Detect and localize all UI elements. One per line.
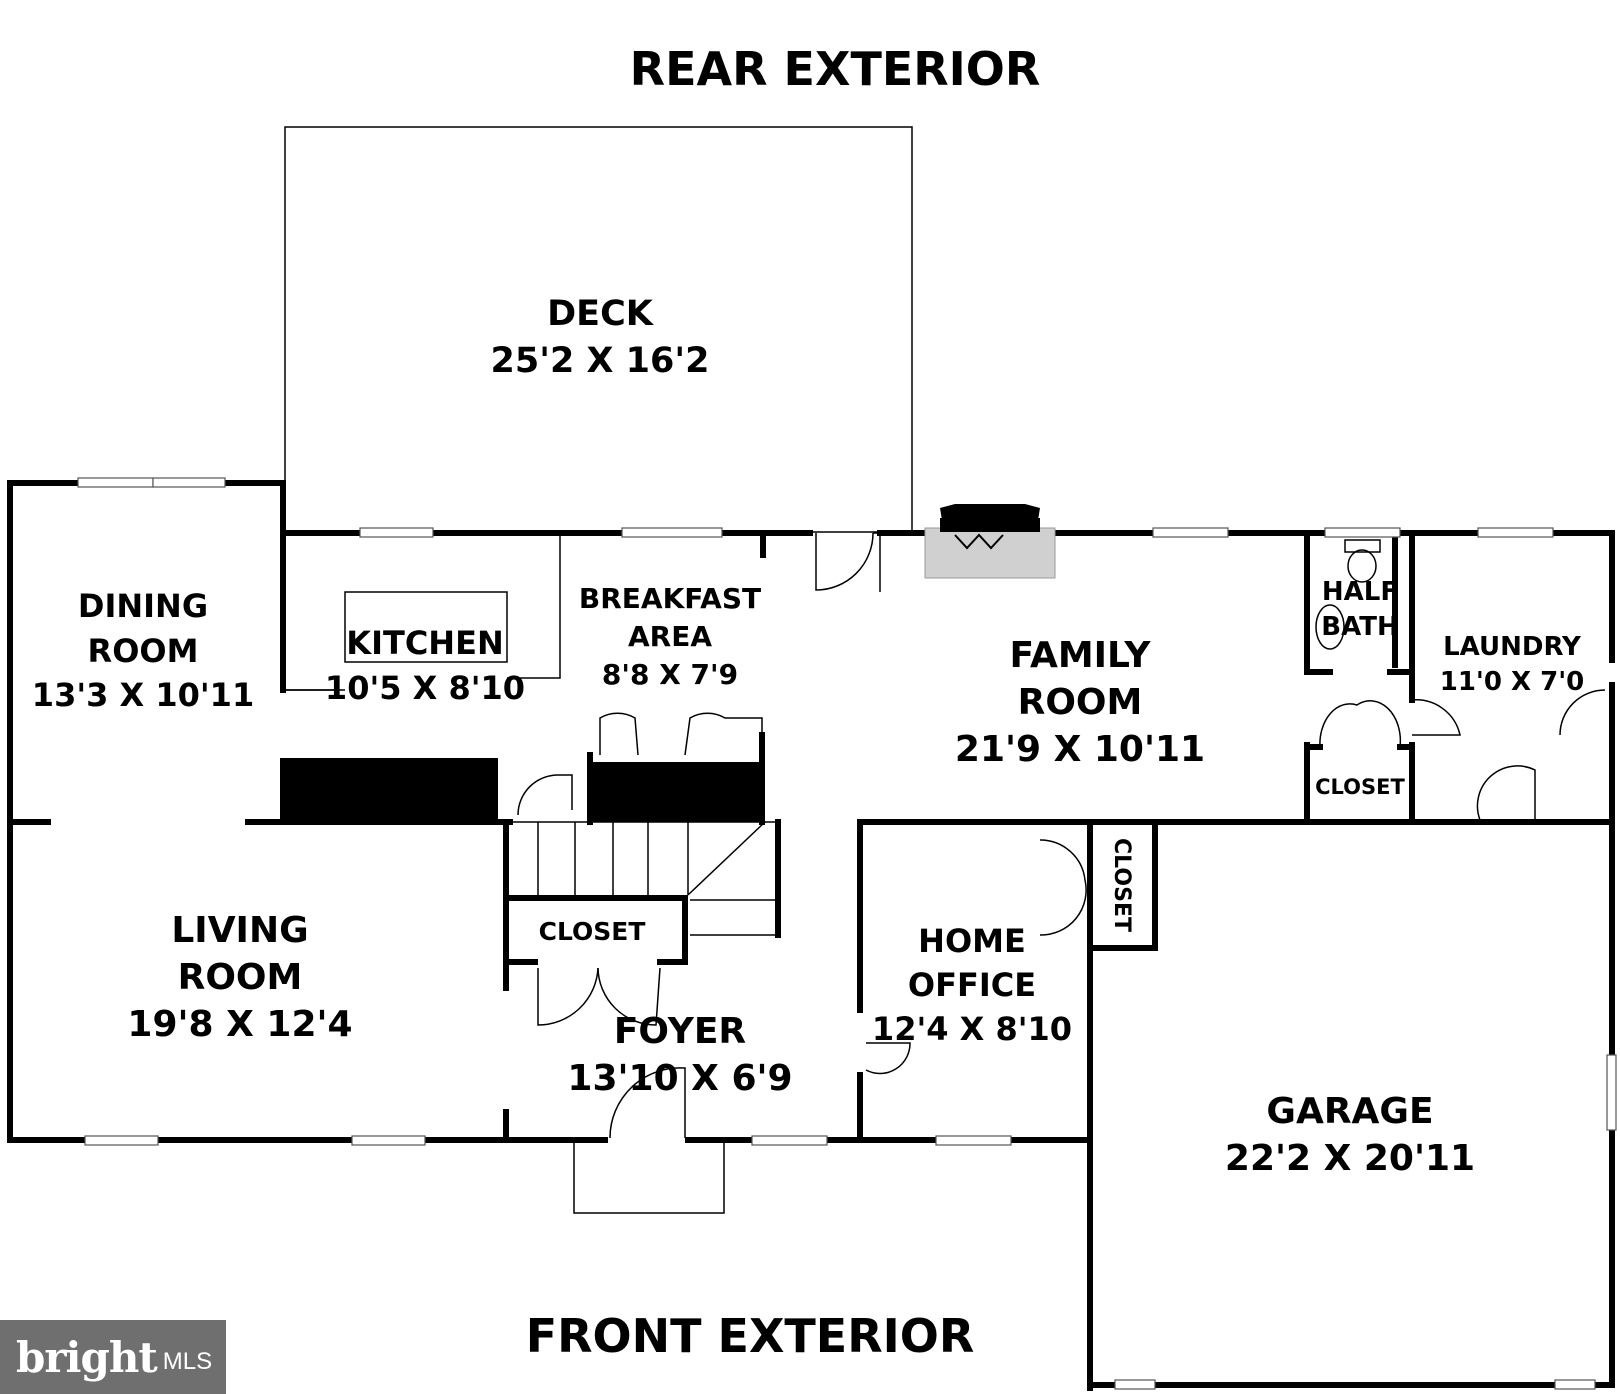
front-exterior-heading: FRONT EXTERIOR: [526, 1309, 975, 1363]
kitchen-name: KITCHEN: [346, 624, 503, 662]
laundry-size: 11'0 X 7'0: [1440, 667, 1585, 697]
family-name-1: FAMILY: [1010, 635, 1152, 676]
kitchen-fixtures: [283, 533, 561, 691]
bath-fixtures: [1315, 539, 1381, 650]
logo-suffix: MLS: [162, 1348, 213, 1375]
dining-name-2: ROOM: [88, 632, 199, 670]
closet-office-label: CLOSET: [1109, 838, 1134, 932]
living-name-1: LIVING: [171, 910, 308, 951]
fireplace: [924, 504, 1056, 579]
family-name-2: ROOM: [1018, 682, 1143, 723]
windows: [77, 477, 1617, 1390]
breakfast-name-2: AREA: [628, 620, 712, 653]
garage-size: 22'2 X 20'11: [1225, 1138, 1475, 1179]
doors: [517, 532, 1606, 1139]
breakfast-name-1: BREAKFAST: [579, 582, 761, 615]
garage-name: GARAGE: [1266, 1091, 1433, 1132]
closet-bath-label: CLOSET: [1315, 775, 1405, 799]
living-size: 19'8 X 12'4: [127, 1004, 352, 1045]
foyer-size: 13'10 X 6'9: [567, 1058, 792, 1099]
breakfast-size: 8'8 X 7'9: [602, 658, 738, 691]
closet-foyer-label: CLOSET: [539, 917, 646, 946]
family-size: 21'9 X 10'11: [955, 729, 1205, 770]
deck-name: DECK: [547, 294, 655, 334]
pantry-name: PANTRY: [624, 762, 730, 790]
laundry-name: LAUNDRY: [1443, 632, 1582, 662]
dining-size: 13'3 X 10'11: [32, 676, 254, 714]
built-in-cabinet: [280, 758, 498, 820]
front-stoop: [573, 1140, 725, 1214]
half-bath-name-2: BATH: [1321, 612, 1398, 642]
stairs: [512, 821, 778, 936]
foyer-name: FOYER: [614, 1011, 746, 1052]
bright-mls-logo: bright MLS: [0, 1320, 226, 1394]
living-name-2: ROOM: [178, 957, 303, 998]
dining-name-1: DINING: [78, 587, 208, 625]
rear-exterior-heading: REAR EXTERIOR: [630, 42, 1041, 96]
deck-size: 25'2 X 16'2: [491, 341, 710, 381]
half-bath-name-1: HALF: [1322, 577, 1398, 607]
kitchen-size: 10'5 X 8'10: [325, 669, 525, 707]
home-office-name-1: HOME: [918, 922, 1026, 960]
home-office-name-2: OFFICE: [908, 966, 1036, 1004]
home-office-size: 12'4 X 8'10: [872, 1010, 1072, 1048]
labels: REAR EXTERIOR FRONT EXTERIOR DECK 25'2 X…: [32, 42, 1584, 1363]
logo-brand: bright: [16, 1332, 158, 1382]
